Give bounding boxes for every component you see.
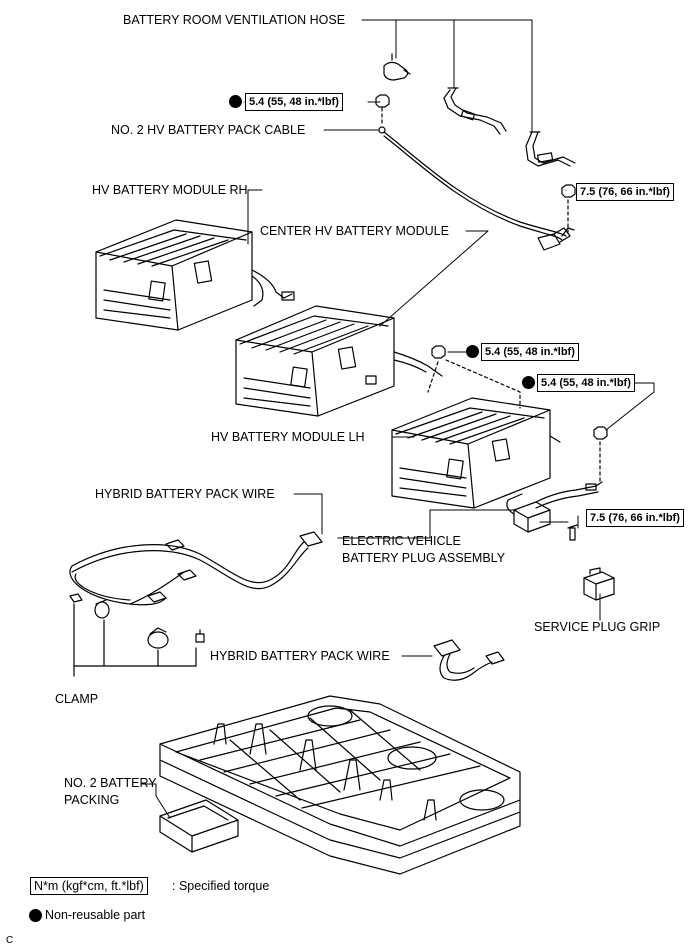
- nonreusable-marker-1: [229, 95, 242, 108]
- torque-callout-4: 5.4 (55, 48 in.*lbf): [537, 374, 635, 392]
- clamp-parts: [69, 593, 205, 677]
- dashed-guide-lines: [381, 107, 601, 485]
- label-ventilation-hose: BATTERY ROOM VENTILATION HOSE: [123, 13, 346, 27]
- legend-nonreusable-text: Non-reusable part: [45, 908, 146, 922]
- battery-tray-part: [159, 695, 521, 875]
- nut-parts: [375, 94, 608, 541]
- nonreusable-marker-3: [522, 376, 535, 389]
- label-module-rh: HV BATTERY MODULE RH: [92, 183, 248, 197]
- battery-module-lh: [391, 397, 561, 509]
- torque-callout-1: 5.4 (55, 48 in.*lbf): [245, 93, 343, 111]
- leader-lines: [141, 19, 655, 819]
- ventilation-hose-parts: [383, 53, 576, 167]
- label-pack-wire-2: HYBRID BATTERY PACK WIRE: [210, 649, 390, 663]
- label-plug-line1: ELECTRIC VEHICLE: [342, 534, 461, 548]
- legend-unit-box: N*m (kgf*cm, ft.*lbf): [30, 877, 148, 895]
- pack-wire-small-part: [433, 639, 505, 681]
- legend-unit-text: : Specified torque: [172, 879, 270, 893]
- service-plug-grip-part: [583, 567, 615, 601]
- torque-callout-5: 7.5 (76, 66 in.*lbf): [586, 509, 684, 527]
- center-battery-module: [235, 305, 443, 417]
- label-no2-cable: NO. 2 HV BATTERY PACK CABLE: [111, 123, 306, 137]
- label-plug-line2: BATTERY PLUG ASSEMBLY: [342, 551, 506, 565]
- figure-code: C: [6, 935, 14, 946]
- label-module-lh: HV BATTERY MODULE LH: [211, 430, 365, 444]
- nonreusable-marker-2: [466, 345, 479, 358]
- plug-assembly-part: [506, 481, 603, 533]
- pack-wire-large-part: [69, 531, 323, 606]
- label-pack-wire-1: HYBRID BATTERY PACK WIRE: [95, 487, 275, 501]
- label-clamp: CLAMP: [55, 692, 99, 706]
- torque-callout-2: 7.5 (76, 66 in.*lbf): [576, 183, 674, 201]
- no2-cable-part: [378, 126, 575, 251]
- battery-module-rh: [95, 219, 295, 331]
- battery-packing-part: [159, 799, 239, 853]
- legend-nonreusable-dot: [29, 909, 42, 922]
- label-packing-line1: NO. 2 BATTERY: [64, 776, 157, 790]
- label-packing-line2: PACKING: [64, 793, 120, 807]
- label-service-grip: SERVICE PLUG GRIP: [534, 620, 661, 634]
- label-center-module: CENTER HV BATTERY MODULE: [260, 224, 449, 238]
- torque-callout-3: 5.4 (55, 48 in.*lbf): [481, 343, 579, 361]
